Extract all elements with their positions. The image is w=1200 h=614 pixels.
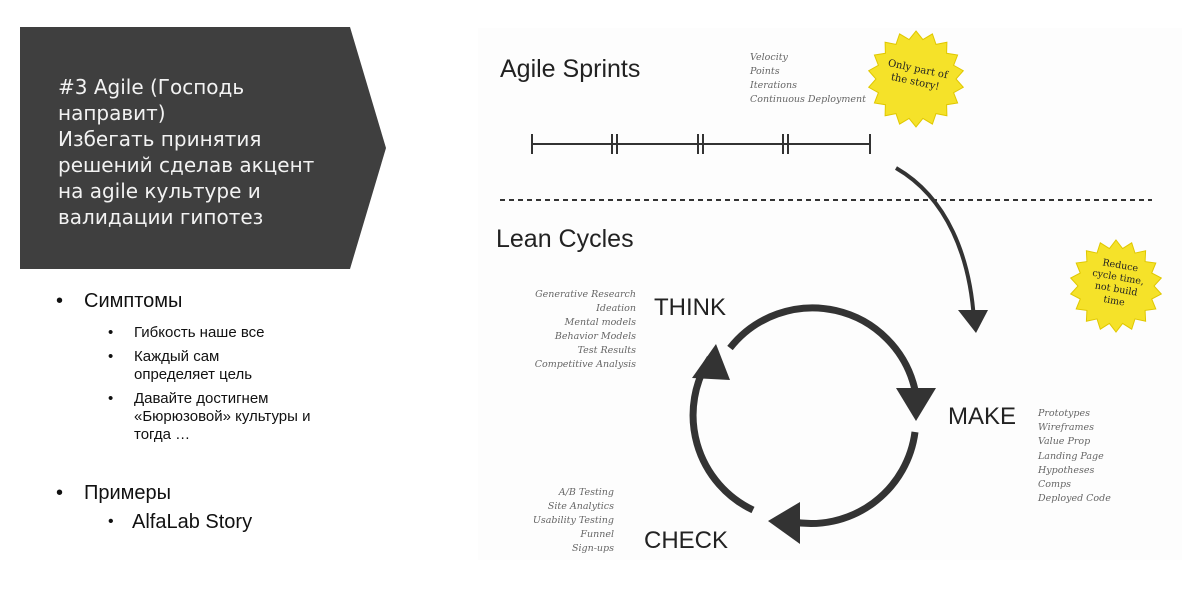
lean-cycles-title: Lean Cycles: [496, 225, 634, 253]
check-note: Site Analytics: [548, 501, 614, 512]
check-note: Sign-ups: [572, 543, 614, 554]
make-note: Wireframes: [1038, 422, 1094, 433]
make-note: Prototypes: [1037, 408, 1090, 419]
think-note: Generative Research: [535, 289, 636, 300]
sub-bullet-text: Давайте достигнем «Бюрюзовой» культуры и…: [134, 390, 311, 443]
make-note: Value Prop: [1038, 436, 1090, 447]
agile-lean-diagram: Agile Sprints Velocity Points Iterations…: [478, 28, 1182, 560]
banner-line: направит): [58, 101, 166, 125]
badge-line: time: [1102, 294, 1125, 309]
title-banner: #3 Agile (Господь направит) Избегать при…: [20, 27, 386, 269]
stage-check: CHECK: [644, 527, 728, 554]
transition-arrowhead: [958, 310, 988, 333]
lean-cycle: [689, 304, 919, 528]
check-note: A/B Testing: [558, 487, 614, 498]
cycle-arc-check-think: [689, 356, 755, 514]
agile-note: Points: [749, 66, 780, 77]
arrowhead-make: [896, 388, 936, 421]
stage-make: MAKE: [948, 403, 1016, 430]
check-note: Funnel: [579, 529, 614, 540]
make-note: Hypotheses: [1037, 465, 1095, 476]
banner-line: на agile культуре и: [58, 179, 261, 203]
think-note: Behavior Models: [554, 331, 636, 342]
cycle-arc-think-make: [727, 304, 919, 391]
check-notes: A/B Testing Site Analytics Usability Tes…: [533, 487, 614, 554]
think-note: Mental models: [564, 317, 636, 328]
transition-arrow: [894, 166, 976, 321]
sub-bullet-text: Гибкость наше все: [134, 324, 265, 341]
banner-line: валидации гипотез: [58, 205, 264, 229]
agile-note: Iterations: [749, 80, 797, 91]
bullet-examples-label: Примеры: [84, 482, 172, 504]
badge-only-part: Only part of the story!: [867, 30, 965, 128]
badge-starburst: [867, 30, 965, 128]
think-note: Ideation: [595, 303, 636, 314]
agile-sprints-title: Agile Sprints: [500, 55, 640, 83]
badge-starburst: [1069, 239, 1163, 333]
make-notes: Prototypes Wireframes Value Prop Landing…: [1037, 408, 1111, 504]
banner-arrow-shape: [20, 27, 386, 269]
agile-note: Velocity: [750, 52, 789, 63]
banner-line: решений сделав акцент: [58, 153, 315, 177]
banner-title: #3 Agile (Господь направит) Избегать при…: [58, 74, 338, 230]
sub-bullet-text: Каждый сам определяет цель: [134, 348, 253, 383]
banner-line: #3 Agile (Господь: [58, 75, 245, 99]
think-note: Test Results: [578, 345, 637, 356]
make-note: Landing Page: [1037, 451, 1104, 462]
arrowhead-think: [692, 344, 730, 380]
banner-line: Избегать принятия: [58, 127, 262, 151]
stage-think: THINK: [654, 294, 726, 321]
cycle-arc-make-check: [792, 431, 919, 528]
agile-note: Continuous Deployment: [750, 94, 866, 105]
think-notes: Generative Research Ideation Mental mode…: [535, 289, 636, 370]
think-note: Competitive Analysis: [535, 359, 636, 370]
bullet-symptoms-label: Симптомы: [84, 290, 183, 312]
sprint-timeline: [531, 134, 871, 154]
make-note: Deployed Code: [1037, 493, 1111, 504]
badge-reduce-cycle: Reduce cycle time, not build time: [1069, 239, 1163, 333]
make-note: Comps: [1038, 479, 1071, 490]
arrowhead-check: [768, 502, 800, 544]
diagram-canvas: Agile Sprints Velocity Points Iterations…: [496, 30, 1163, 554]
check-note: Usability Testing: [533, 515, 614, 526]
sub-bullet-text: AlfaLab Story: [132, 511, 253, 533]
